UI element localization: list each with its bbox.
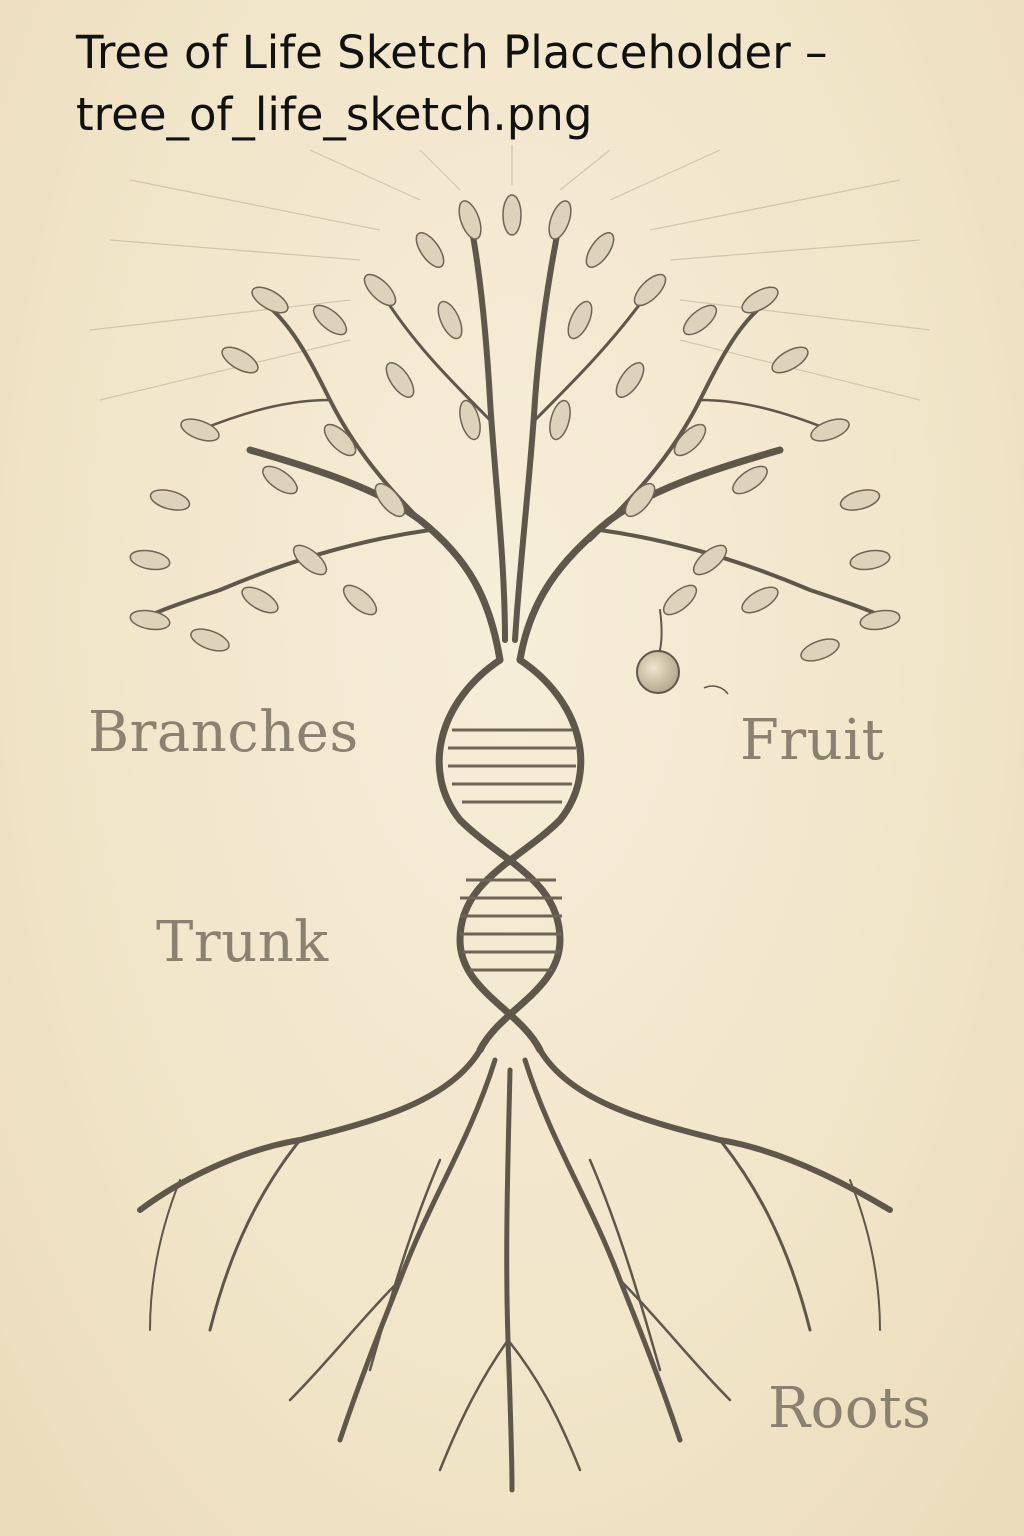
dna-base-pairs [448, 728, 576, 972]
page-title-line-2: tree_of_life_sketch.png [76, 88, 593, 141]
fruit-icon [636, 650, 729, 695]
light-rays [89, 145, 931, 401]
page-title-line-1: Tree of Life Sketch Placceholder – [76, 26, 828, 79]
label-trunk: Trunk [156, 910, 329, 975]
page-title: Tree of Life Sketch Placceholder – tree_… [76, 22, 976, 146]
label-roots: Roots [768, 1376, 932, 1441]
label-fruit: Fruit [740, 708, 885, 773]
label-branches: Branches [88, 700, 359, 765]
tree-branches [138, 217, 892, 664]
dna-helix-trunk [435, 656, 585, 1054]
tree-roots [137, 1047, 893, 1493]
tree-leaves [129, 194, 901, 662]
